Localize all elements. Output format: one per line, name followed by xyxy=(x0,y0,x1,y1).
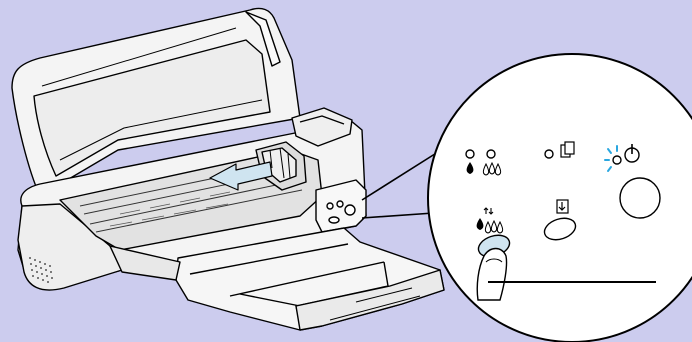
load-eject-button-icon xyxy=(557,200,568,213)
power-button xyxy=(620,178,660,218)
